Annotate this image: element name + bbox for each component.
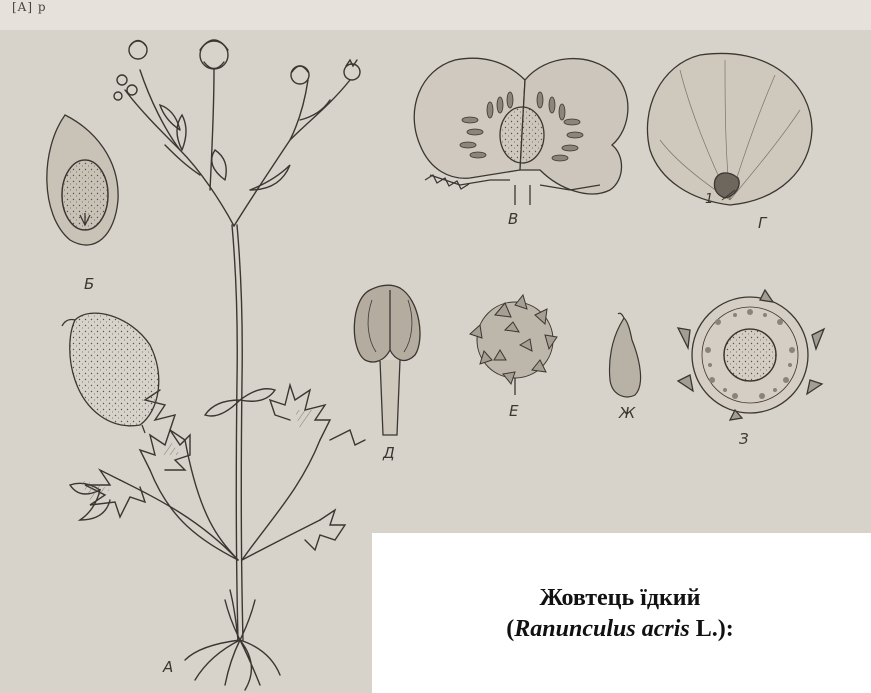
label-v: В — [508, 210, 518, 228]
label-a: А — [163, 658, 173, 676]
figure-caption: Жовтець їдкий (Ranunculus acris L.): — [460, 583, 780, 645]
label-zh: Ж — [619, 404, 635, 422]
label-d: Д — [383, 444, 395, 462]
label-z: З — [739, 430, 749, 448]
label-g: Г — [758, 214, 766, 232]
header-fragment: [A] p — [12, 0, 47, 14]
label-e: Е — [509, 402, 518, 420]
figure-g-petal — [647, 53, 812, 205]
caption-line-common-name: Жовтець їдкий — [460, 583, 780, 614]
caption-latin-name: Ranunculus acris — [514, 616, 689, 642]
label-b: Б — [84, 275, 94, 293]
caption-author: L.): — [690, 616, 734, 642]
label-g-marker: 1 — [705, 192, 713, 207]
caption-line-latin: (Ranunculus acris L.): — [460, 614, 780, 645]
